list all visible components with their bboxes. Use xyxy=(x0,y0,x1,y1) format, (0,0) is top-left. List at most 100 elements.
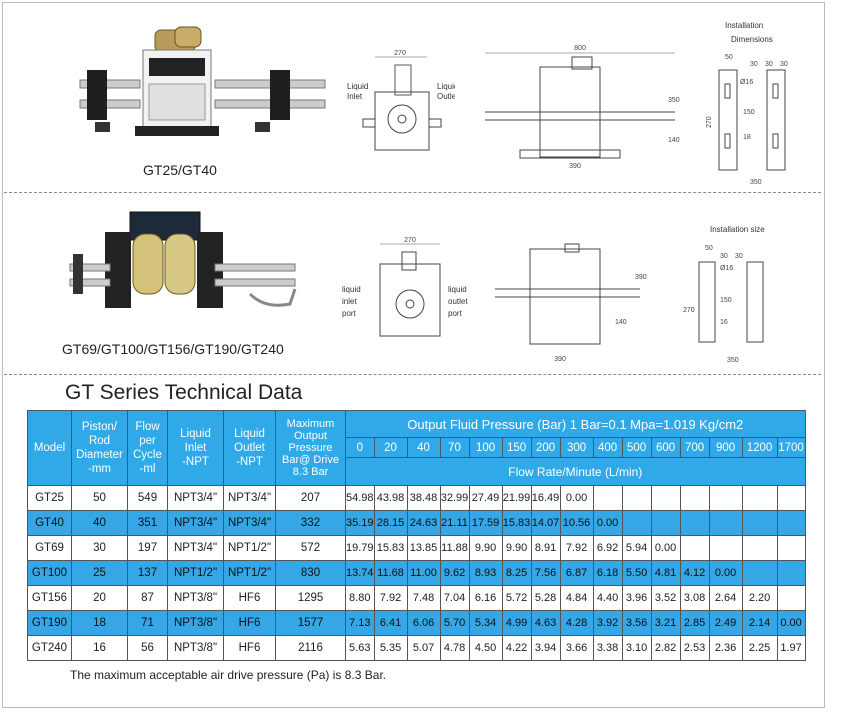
cell-flow-value: 6.06 xyxy=(406,610,441,636)
inst-b-dim: 30 xyxy=(750,61,758,68)
cell-flow-value xyxy=(741,560,778,586)
cell-flow-value: 9.90 xyxy=(501,535,532,561)
cell-maxp: 207 xyxy=(275,485,346,511)
cell-maxp: 1295 xyxy=(275,585,346,611)
cell-flow-value: 7.04 xyxy=(439,585,470,611)
m-liquid-inlet-2: inlet xyxy=(342,297,357,306)
datasheet-frame xyxy=(2,2,825,708)
cell-flow-value: 2.85 xyxy=(679,610,710,636)
cell-flow-value xyxy=(741,535,778,561)
cell-flow-value xyxy=(621,485,652,511)
inst-d-dim: 30 xyxy=(780,61,788,68)
cell-model: GT69 xyxy=(27,535,72,561)
inst-h2-dim: 150 xyxy=(743,109,755,116)
cell-flow-value: 6.16 xyxy=(468,585,503,611)
cell-flow-value: 4.81 xyxy=(650,560,681,586)
cell-model: GT40 xyxy=(27,510,72,536)
cell-flow-value: 7.13 xyxy=(345,610,375,636)
pressure-col-70: 70 xyxy=(439,437,470,458)
cell-flow-value: 3.10 xyxy=(621,635,652,661)
table-title: GT Series Technical Data xyxy=(65,381,303,404)
cell-piston: 20 xyxy=(71,585,128,611)
gt100-side-drawing: 390 140 390 xyxy=(495,243,647,363)
cell-flow-value: 2.82 xyxy=(650,635,681,661)
cell-flow-value: 15.83 xyxy=(501,510,532,536)
cell-flow-value xyxy=(741,510,778,536)
gt25-pump-photo xyxy=(79,26,326,136)
cell-flow-value: 2.25 xyxy=(741,635,778,661)
cell-flow-value: 5.34 xyxy=(468,610,503,636)
cell-flow-value: 11.00 xyxy=(406,560,441,586)
cell-flow-value xyxy=(776,485,806,511)
pressure-col-200: 200 xyxy=(530,437,561,458)
cell-flow-value: 8.80 xyxy=(345,585,375,611)
m-liquid-inlet-3: port xyxy=(342,309,357,318)
cell-flow-value: 24.63 xyxy=(406,510,441,536)
side-height-dim-2: 390 xyxy=(635,274,647,281)
cell-flow-value: 4.22 xyxy=(501,635,532,661)
install-title-1: Installation xyxy=(725,21,763,30)
m-inst-b-dim: 30 xyxy=(720,253,728,260)
inst-c-dim: 30 xyxy=(765,61,773,68)
cell-inlet: NPT3/8" xyxy=(167,585,224,611)
cell-flow-value: 7.92 xyxy=(559,535,594,561)
cell-flow-value: 27.49 xyxy=(468,485,503,511)
cell-flow-value: 5.63 xyxy=(345,635,375,661)
cell-model: GT240 xyxy=(27,635,72,661)
pressure-col-0: 0 xyxy=(345,437,375,458)
pressure-col-150: 150 xyxy=(501,437,532,458)
m-inst-h2-dim: 150 xyxy=(720,297,732,304)
cell-flow-value: 5.35 xyxy=(373,635,408,661)
cell-flow-value: 0.00 xyxy=(708,560,743,586)
cell-flow-value: 3.56 xyxy=(621,610,652,636)
front-width-dim: 270 xyxy=(394,50,406,57)
cell-inlet: NPT3/4" xyxy=(167,535,224,561)
cell-model: GT156 xyxy=(27,585,72,611)
cell-flow-value: 5.07 xyxy=(406,635,441,661)
cell-piston: 30 xyxy=(71,535,128,561)
pressure-col-900: 900 xyxy=(708,437,743,458)
cell-piston: 40 xyxy=(71,510,128,536)
cell-flow-value: 3.96 xyxy=(621,585,652,611)
cell-model: GT190 xyxy=(27,610,72,636)
header-flow-rate: Flow Rate/Minute (L/min) xyxy=(345,457,806,486)
cell-flow-value: 3.92 xyxy=(592,610,623,636)
m-liquid-outlet-1: liquid xyxy=(448,285,467,294)
pressure-col-20: 20 xyxy=(373,437,408,458)
cell-flow-value: 54.98 xyxy=(345,485,375,511)
cell-flow-value xyxy=(708,510,743,536)
cell-flow-value xyxy=(621,510,652,536)
cell-flow-value: 32.99 xyxy=(439,485,470,511)
m-inst-hole-dim: Ø16 xyxy=(720,265,733,272)
inst-hole-dim: Ø16 xyxy=(740,79,753,86)
cell-inlet: NPT3/8" xyxy=(167,610,224,636)
cell-flow-value: 3.38 xyxy=(592,635,623,661)
cell-flow-value: 2.36 xyxy=(708,635,743,661)
cell-flow: 71 xyxy=(127,610,168,636)
cell-maxp: 332 xyxy=(275,510,346,536)
front-width-dim-2: 270 xyxy=(404,237,416,244)
cell-outlet: HF6 xyxy=(223,585,276,611)
cell-maxp: 830 xyxy=(275,560,346,586)
cell-flow-value xyxy=(741,485,778,511)
cell-flow-value: 2.14 xyxy=(741,610,778,636)
cell-flow-value: 6.18 xyxy=(592,560,623,586)
cell-flow-value xyxy=(679,510,710,536)
cell-flow-value: 10.56 xyxy=(559,510,594,536)
cell-flow: 56 xyxy=(127,635,168,661)
cell-outlet: NPT1/2" xyxy=(223,560,276,586)
cell-flow-value: 2.20 xyxy=(741,585,778,611)
m-inst-h3-dim: 16 xyxy=(720,319,728,326)
cell-piston: 25 xyxy=(71,560,128,586)
inst-base-dim: 350 xyxy=(750,179,762,186)
cell-flow-value xyxy=(650,485,681,511)
gt100-install-drawing: Installation size 50 30 30 Ø16 270 150 1… xyxy=(683,225,765,364)
cell-maxp: 2116 xyxy=(275,635,346,661)
cell-flow-value: 9.90 xyxy=(468,535,503,561)
cell-outlet: HF6 xyxy=(223,610,276,636)
